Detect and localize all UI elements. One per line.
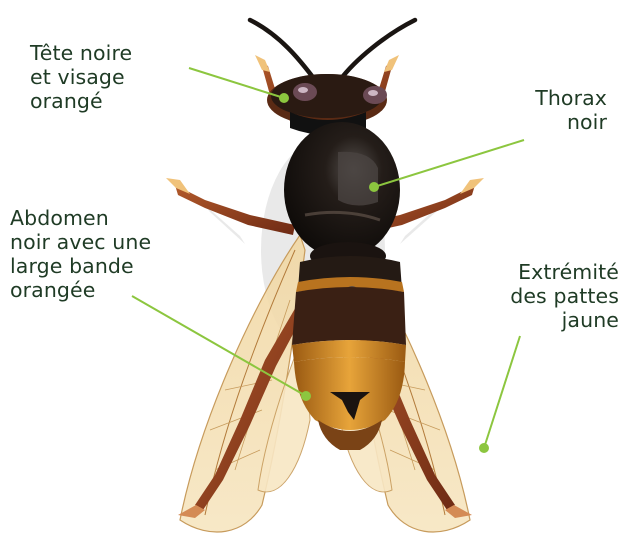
leader-dot-abdomen [301,391,311,401]
leader-legs [484,336,520,448]
label-legs-line: Extrémité [469,260,619,284]
label-legs-line: des pattes [469,284,619,308]
label-thorax: Thorax noir [467,86,607,134]
label-head-line: Tête noire [30,41,190,65]
leader-dot-head [279,93,289,103]
leader-thorax [374,140,524,187]
label-legs-line: jaune [469,308,619,332]
label-head-line: orangé [30,89,190,113]
leader-dot-thorax [369,182,379,192]
label-abdomen-line: Abdomen [10,206,190,230]
label-thorax-line: noir [467,110,607,134]
label-legs: Extrémité des pattes jaune [469,260,619,332]
label-thorax-line: Thorax [467,86,607,110]
label-abdomen-line: noir avec une [10,230,190,254]
label-head: Tête noire et visage orangé [30,41,190,113]
thorax [284,122,400,258]
label-abdomen-line: orangée [10,278,190,302]
label-head-line: et visage [30,65,190,89]
leader-dot-legs [479,443,489,453]
label-abdomen-line: large bande [10,254,190,278]
label-abdomen: Abdomen noir avec une large bande orangé… [10,206,190,302]
